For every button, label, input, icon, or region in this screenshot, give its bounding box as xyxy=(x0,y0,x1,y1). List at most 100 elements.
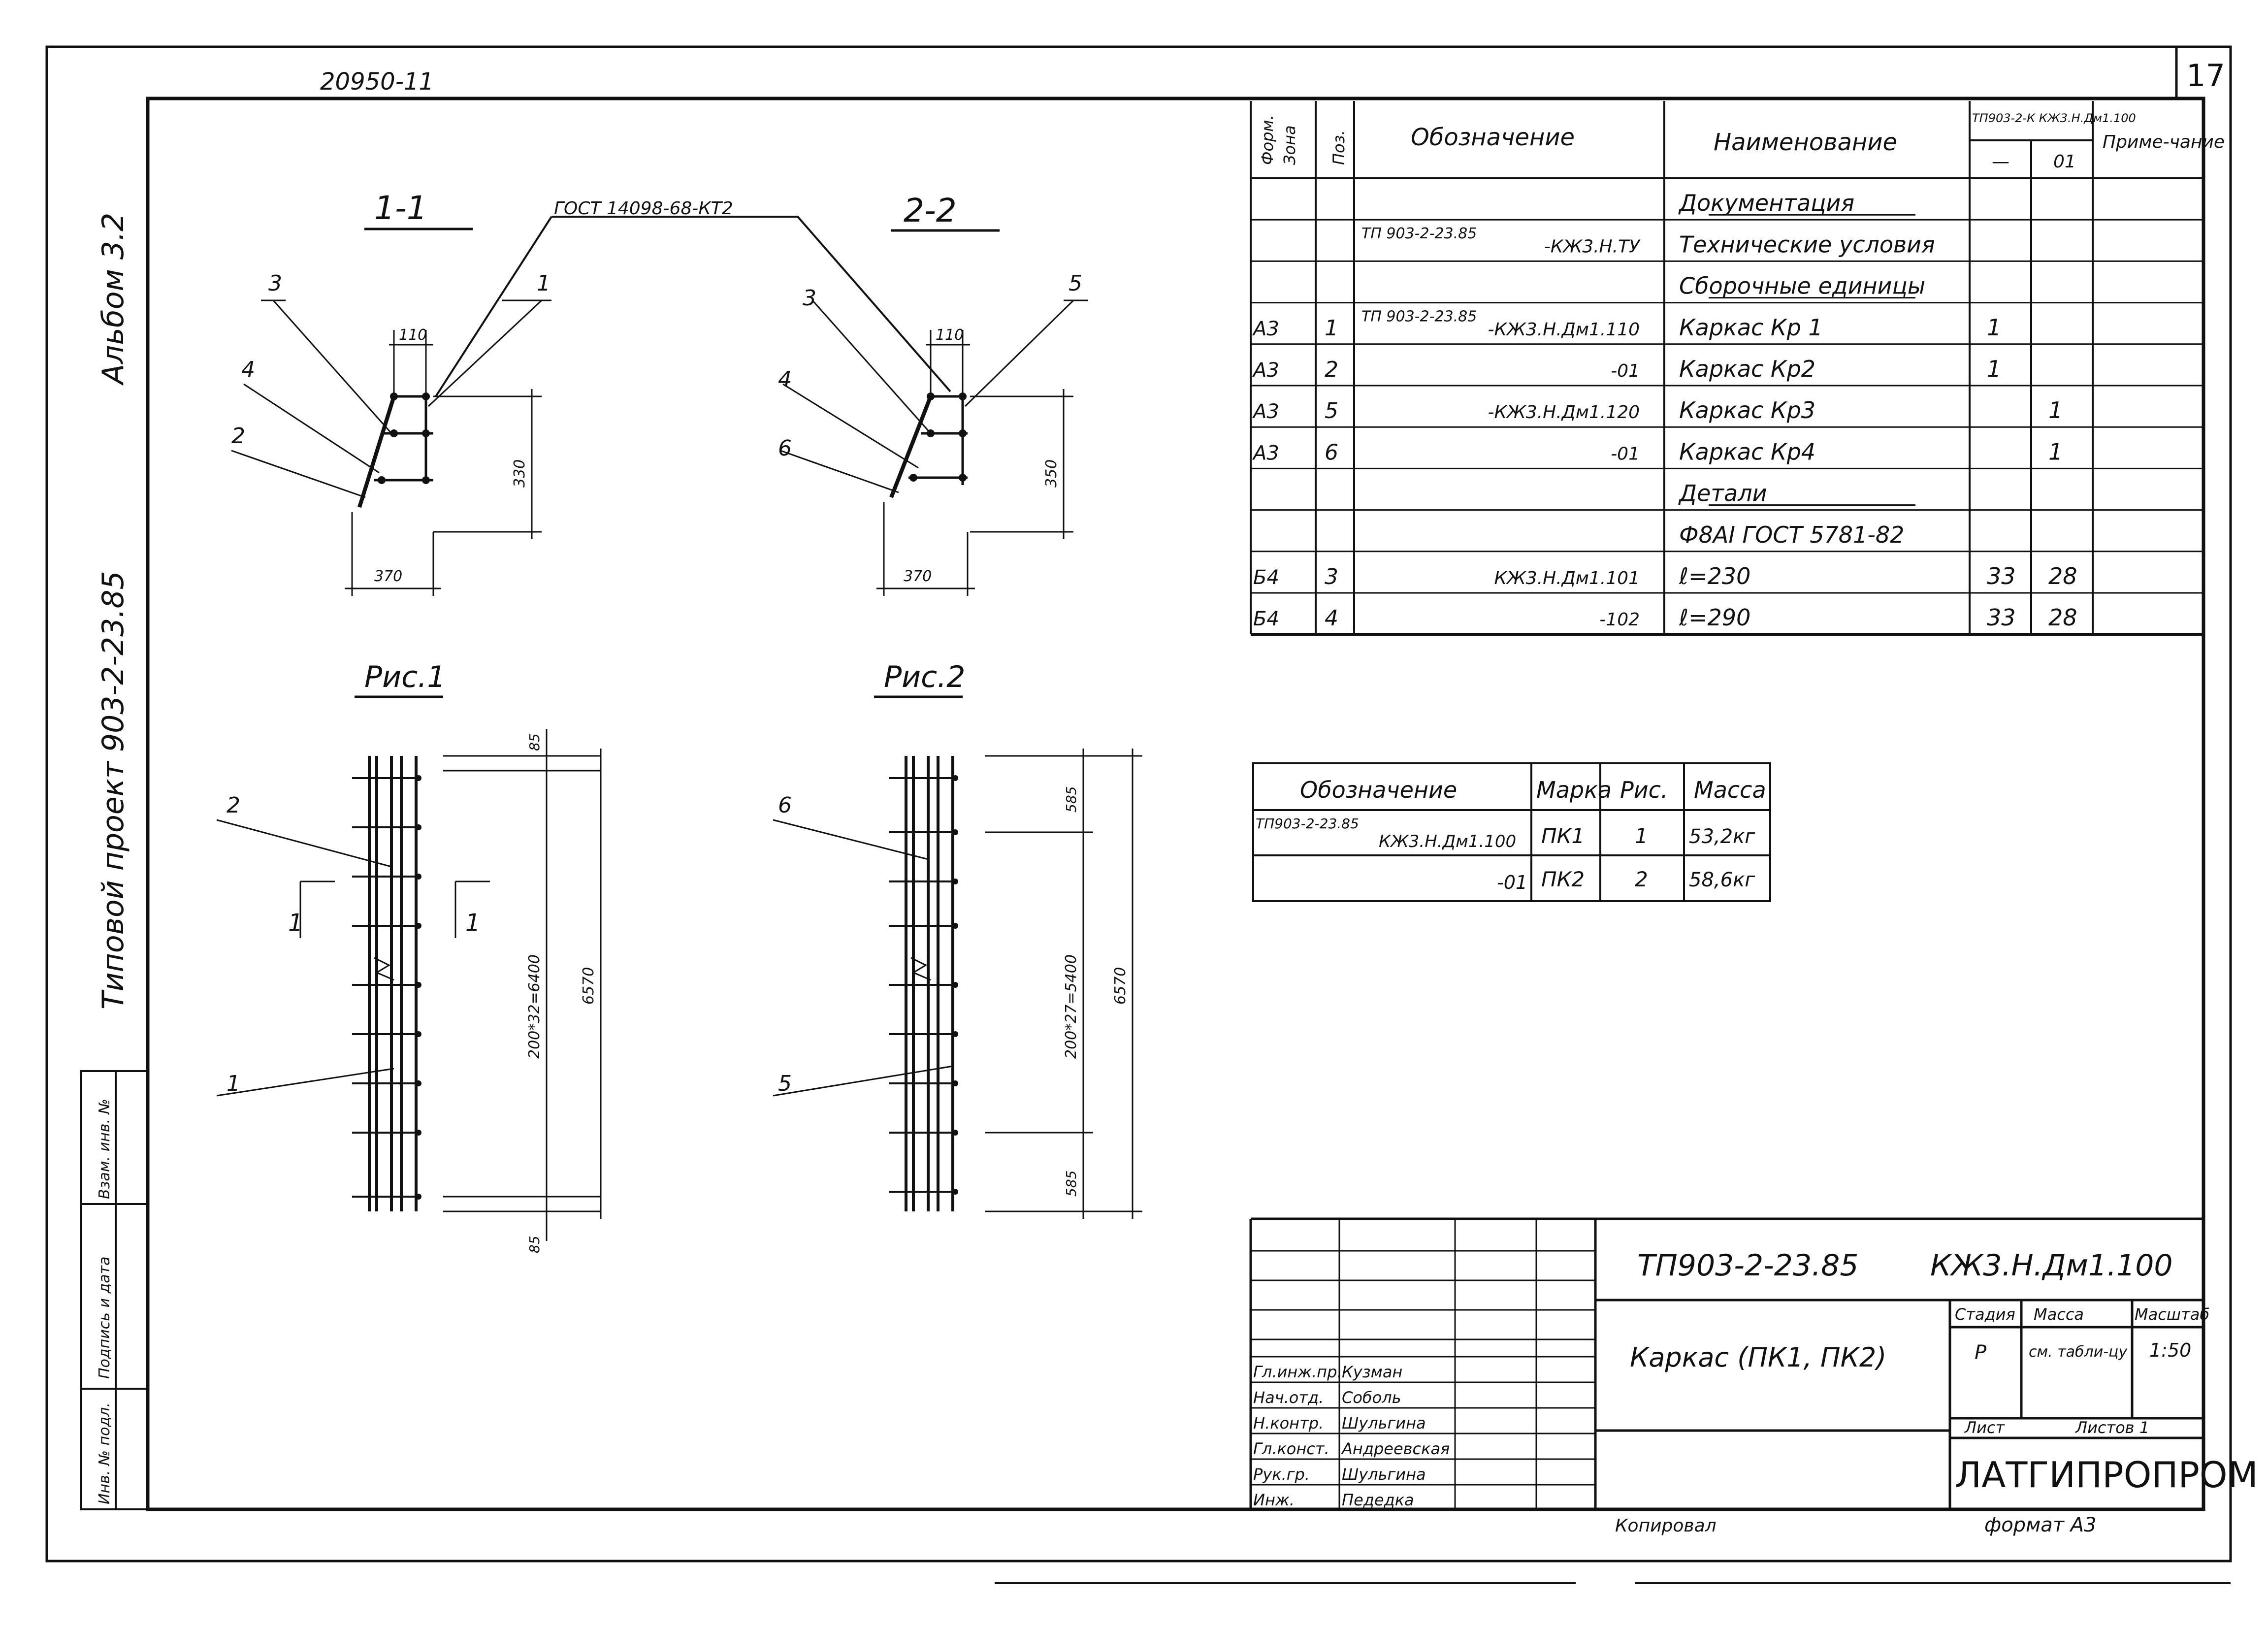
spec-row-name: Технические условия xyxy=(1679,231,1935,258)
sheet-frames xyxy=(45,45,2232,1584)
copied-label: Копировал xyxy=(1615,1516,1717,1536)
spec-row-name: Каркас Кр2 xyxy=(1679,356,1815,382)
spec-row-pos: 3 xyxy=(1325,564,1338,589)
spec-row-pos: 5 xyxy=(1325,398,1338,424)
mass-hdr-mark: Марка xyxy=(1536,777,1612,803)
tb-person: Соболь xyxy=(1342,1388,1401,1407)
s2-dim-bottom: 370 xyxy=(904,568,932,585)
fig1-cut-right: 1 xyxy=(465,909,481,937)
tb-mass: см. табли-цу xyxy=(2029,1343,2128,1361)
spec-row-qty-a: 1 xyxy=(1987,314,2001,341)
spec-row-name: Документация xyxy=(1678,190,1854,216)
stamp-sign: Подпись и дата xyxy=(96,1257,113,1379)
tb-role: Рук.гр. xyxy=(1253,1465,1310,1484)
fig1-pos-1: 1 xyxy=(227,1071,240,1096)
spec-row-des2: -01 xyxy=(1611,361,1640,381)
fig1-title: Рис.1 xyxy=(364,660,446,694)
spec-row-qty-b: 28 xyxy=(2048,563,2077,589)
hdr-qty-group: ТП903-2-К КЖ3.Н.Дм1.100 xyxy=(1972,111,2136,125)
mass-table xyxy=(1252,762,1771,902)
spec-row-pos: 4 xyxy=(1325,606,1338,631)
spec-row-format: Б4 xyxy=(1253,608,1279,630)
section-1-1-title: 1-1 xyxy=(374,189,427,227)
project-label: Типовой проект 903-2-23.85 xyxy=(96,571,130,1010)
tb-role: Инж. xyxy=(1253,1491,1295,1509)
spec-row-name: Каркас Кр4 xyxy=(1679,438,1815,465)
tb-role: Гл.инж.пр. xyxy=(1253,1363,1342,1381)
gost-label: ГОСТ 14098-68-КТ2 xyxy=(554,198,733,219)
tb-role: Нач.отд. xyxy=(1253,1388,1324,1407)
fig2-total-dim: 6570 xyxy=(1112,967,1129,1005)
spec-row-des2: -КЖ3.Н.Дм1.110 xyxy=(1488,320,1640,340)
s1-pos-1: 1 xyxy=(537,271,551,296)
s2-pos-6: 6 xyxy=(778,436,792,461)
mass-row2-mass: 58,6кг xyxy=(1689,869,1755,891)
s1-dim-top: 110 xyxy=(399,326,427,344)
s1-pos-4: 4 xyxy=(241,357,255,382)
s1-pos-2: 2 xyxy=(231,424,245,449)
hdr-note: Приме-чание xyxy=(2103,132,2225,152)
tb-role: Н.контр. xyxy=(1253,1414,1324,1433)
fig2-mid-dim: 200*27=5400 xyxy=(1063,954,1080,1059)
spec-row-des2: -102 xyxy=(1599,610,1640,630)
tb-sheet-label: Лист xyxy=(1964,1418,2005,1437)
s1-dim-height: 330 xyxy=(511,459,528,488)
tb-scale: 1:50 xyxy=(2149,1339,2191,1361)
s2-dim-top: 110 xyxy=(936,326,964,344)
mass-row1-des2: КЖ3.Н.Дм1.100 xyxy=(1379,832,1516,851)
spec-row-des2: КЖ3.Н.Дм1.101 xyxy=(1494,568,1640,588)
spec-row-des2: -КЖ3.Н.ТУ xyxy=(1544,236,1641,257)
format-label: формат А3 xyxy=(1984,1514,2097,1536)
section-2-2: 2-2 110 350 xyxy=(778,192,1088,596)
tb-doc: КЖ3.Н.Дм1.100 xyxy=(1930,1248,2173,1283)
hdr-qty-b: 01 xyxy=(2053,152,2076,172)
tb-role: Гл.конст. xyxy=(1253,1439,1329,1458)
fig2-pos-6: 6 xyxy=(778,793,792,818)
mass-row2-des2: -01 xyxy=(1497,872,1527,893)
spec-row-name: Сборочные единицы xyxy=(1679,273,1925,299)
tb-person: Педедка xyxy=(1342,1491,1414,1509)
stamp-replace: Взам. инв. № xyxy=(96,1099,113,1199)
s2-pos-4: 4 xyxy=(778,367,792,392)
fig2-pos-5: 5 xyxy=(778,1071,792,1096)
tb-code: ТП903-2-23.85 xyxy=(1637,1248,1859,1283)
spec-row-qty-a: 33 xyxy=(1987,604,2016,631)
tb-scale-label: Масштаб xyxy=(2135,1305,2209,1324)
fig1-pos-2: 2 xyxy=(227,793,240,818)
spec-row-name: Ф8АI ГОСТ 5781-82 xyxy=(1679,521,1904,548)
archive-number: 20950-11 xyxy=(320,68,434,96)
fig1-cut-left: 1 xyxy=(288,909,303,937)
tb-person: Шульгина xyxy=(1342,1414,1426,1433)
fig2-bottom-dim: 585 xyxy=(1063,1171,1079,1197)
hdr-designation: Обозначение xyxy=(1411,124,1575,151)
spec-row-qty-b: 1 xyxy=(2048,397,2063,424)
spec-row-format: Б4 xyxy=(1253,566,1279,589)
spec-row-des2: -КЖ3.Н.Дм1.120 xyxy=(1488,402,1640,423)
spec-row-name: Детали xyxy=(1678,480,1767,507)
hdr-pos: Поз. xyxy=(1329,130,1348,165)
left-stamp xyxy=(80,1070,149,1510)
mass-row2-fig: 2 xyxy=(1635,867,1648,891)
fig1-top-dim: 85 xyxy=(526,733,543,751)
mass-row1-mass: 53,2кг xyxy=(1689,825,1755,848)
spec-row-format: А3 xyxy=(1252,442,1279,464)
tb-mass-label: Масса xyxy=(2034,1305,2084,1324)
hdr-format: Форм. xyxy=(1258,115,1277,165)
s2-pos-3: 3 xyxy=(803,286,816,311)
album-label: Альбом 3.2 xyxy=(96,213,130,386)
spec-row-name: Каркас Кр3 xyxy=(1679,397,1815,424)
spec-row-des1: ТП 903-2-23.85 xyxy=(1361,308,1477,326)
spec-row-qty-b: 28 xyxy=(2048,604,2077,631)
mass-hdr-des: Обозначение xyxy=(1300,777,1457,803)
spec-row-name: Каркас Кр 1 xyxy=(1679,314,1823,341)
spec-row-des1: ТП 903-2-23.85 xyxy=(1361,225,1477,242)
s1-dim-bottom: 370 xyxy=(374,568,402,585)
tb-person: Шульгина xyxy=(1342,1465,1426,1484)
fig2-top-dim: 585 xyxy=(1063,786,1079,813)
tb-org: ЛАТГИПРОПРОМ xyxy=(1955,1454,2258,1496)
mass-hdr-mass: Масса xyxy=(1694,777,1766,803)
spec-table: Документация ТП 903-2-23.85 -КЖ3.Н.ТУ Техни… xyxy=(1250,101,2203,636)
spec-row-format: А3 xyxy=(1252,400,1279,423)
figure-2: Рис.2 585 585 200*27=5400 6570 6 5 xyxy=(773,660,1142,1219)
